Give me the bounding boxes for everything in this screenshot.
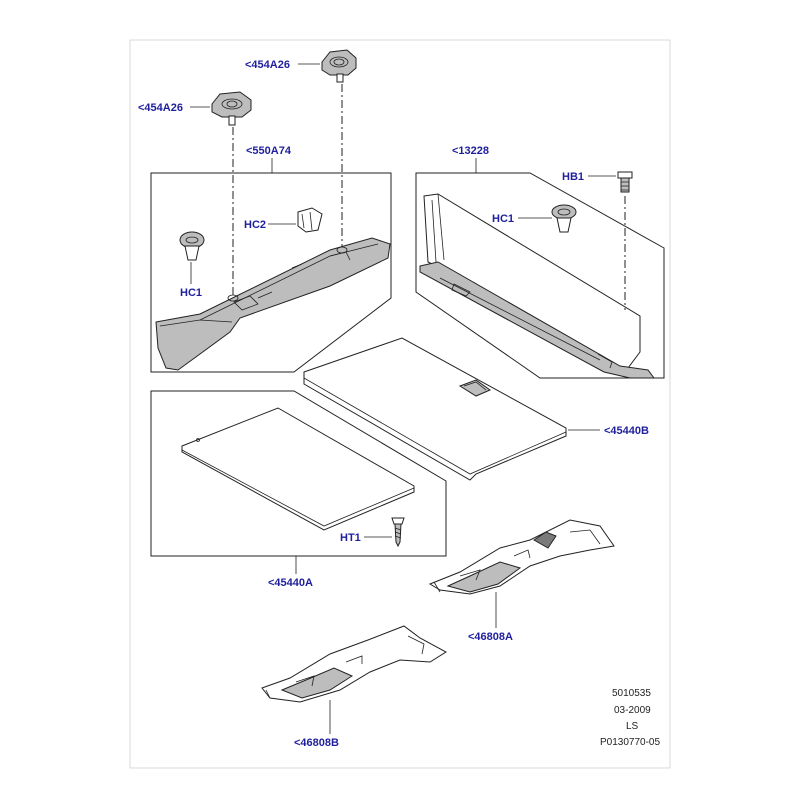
screw-ht1[interactable] bbox=[391, 517, 405, 548]
callout-13228[interactable]: <13228 bbox=[452, 145, 489, 157]
bracket-46808b[interactable] bbox=[261, 625, 447, 703]
clip-454a26-top[interactable] bbox=[321, 49, 357, 83]
clip-hc1-left[interactable] bbox=[179, 231, 205, 261]
group-box-45440a bbox=[150, 390, 447, 557]
floor-board-45440a[interactable] bbox=[181, 407, 415, 531]
clip-hc1-right[interactable] bbox=[551, 204, 577, 233]
illustration-reference: P0130770-05 bbox=[600, 737, 660, 748]
drawing-number: 5010535 bbox=[612, 688, 651, 699]
callout-454a26-left[interactable]: <454A26 bbox=[138, 102, 183, 114]
callout-hc2[interactable]: HC2 bbox=[244, 219, 266, 231]
model-code: LS bbox=[626, 721, 639, 732]
callout-hc1-right[interactable]: HC1 bbox=[492, 213, 514, 225]
callout-550a74[interactable]: <550A74 bbox=[246, 145, 292, 157]
drawing-info-block: 5010535 03-2009 LS P0130770-05 bbox=[600, 688, 660, 748]
callout-hc1-left[interactable]: HC1 bbox=[180, 287, 202, 299]
load-floor-cover-45440b[interactable] bbox=[303, 337, 567, 481]
bolt-hb1[interactable] bbox=[617, 171, 633, 193]
clip-hc2[interactable] bbox=[297, 207, 323, 233]
callout-hb1[interactable]: HB1 bbox=[562, 171, 584, 183]
side-trim-panel-550a74[interactable] bbox=[155, 237, 391, 371]
callout-45440b[interactable]: <45440B bbox=[604, 425, 649, 437]
load-space-partition-13228[interactable] bbox=[419, 193, 655, 379]
bracket-46808a[interactable] bbox=[428, 519, 615, 595]
callout-45440a[interactable]: <45440A bbox=[268, 577, 313, 589]
group-box-13228 bbox=[415, 172, 665, 379]
clip-454a26-left[interactable] bbox=[211, 91, 252, 126]
callout-46808a[interactable]: <46808A bbox=[468, 631, 513, 643]
callout-46808b[interactable]: <46808B bbox=[294, 737, 339, 749]
callout-ht1[interactable]: HT1 bbox=[340, 532, 361, 544]
callout-454a26-top[interactable]: <454A26 bbox=[245, 59, 290, 71]
drawing-date: 03-2009 bbox=[614, 705, 651, 716]
group-box-550a74 bbox=[150, 172, 392, 373]
